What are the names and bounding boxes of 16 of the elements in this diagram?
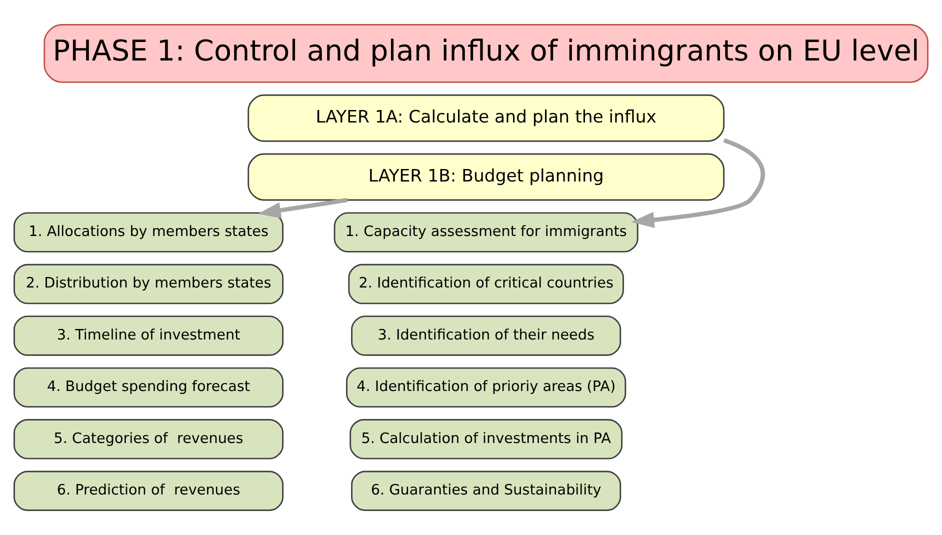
node-box: 6. Guaranties and Sustainability xyxy=(351,470,622,511)
node-box: 2. Distribution by members states xyxy=(14,264,284,304)
node-box: 1. Allocations by members states xyxy=(14,212,284,252)
node-box: 1. Capacity assessment for immigrants xyxy=(334,212,638,252)
arrow xyxy=(631,138,765,228)
node-box: 2. Identification of critical countries xyxy=(348,264,624,304)
node-box: 4. Budget spending forecast xyxy=(14,367,284,408)
node-box: LAYER 1A: Calculate and plan the influx xyxy=(248,94,725,142)
node-box: LAYER 1B: Budget planning xyxy=(248,153,725,201)
node-box: 4. Identification of prioriy areas (PA) xyxy=(346,367,626,408)
node-box: PHASE 1: Control and plan influx of immingrants on EU level xyxy=(44,24,928,83)
node-box: 5. Categories of revenues xyxy=(14,419,284,460)
node-box: 3. Timeline of investment xyxy=(14,316,284,356)
node-box: 6. Prediction of revenues xyxy=(14,470,284,511)
node-box: 3. Identification of their needs xyxy=(351,316,622,356)
node-box: 5. Calculation of investments in PA xyxy=(350,419,623,460)
